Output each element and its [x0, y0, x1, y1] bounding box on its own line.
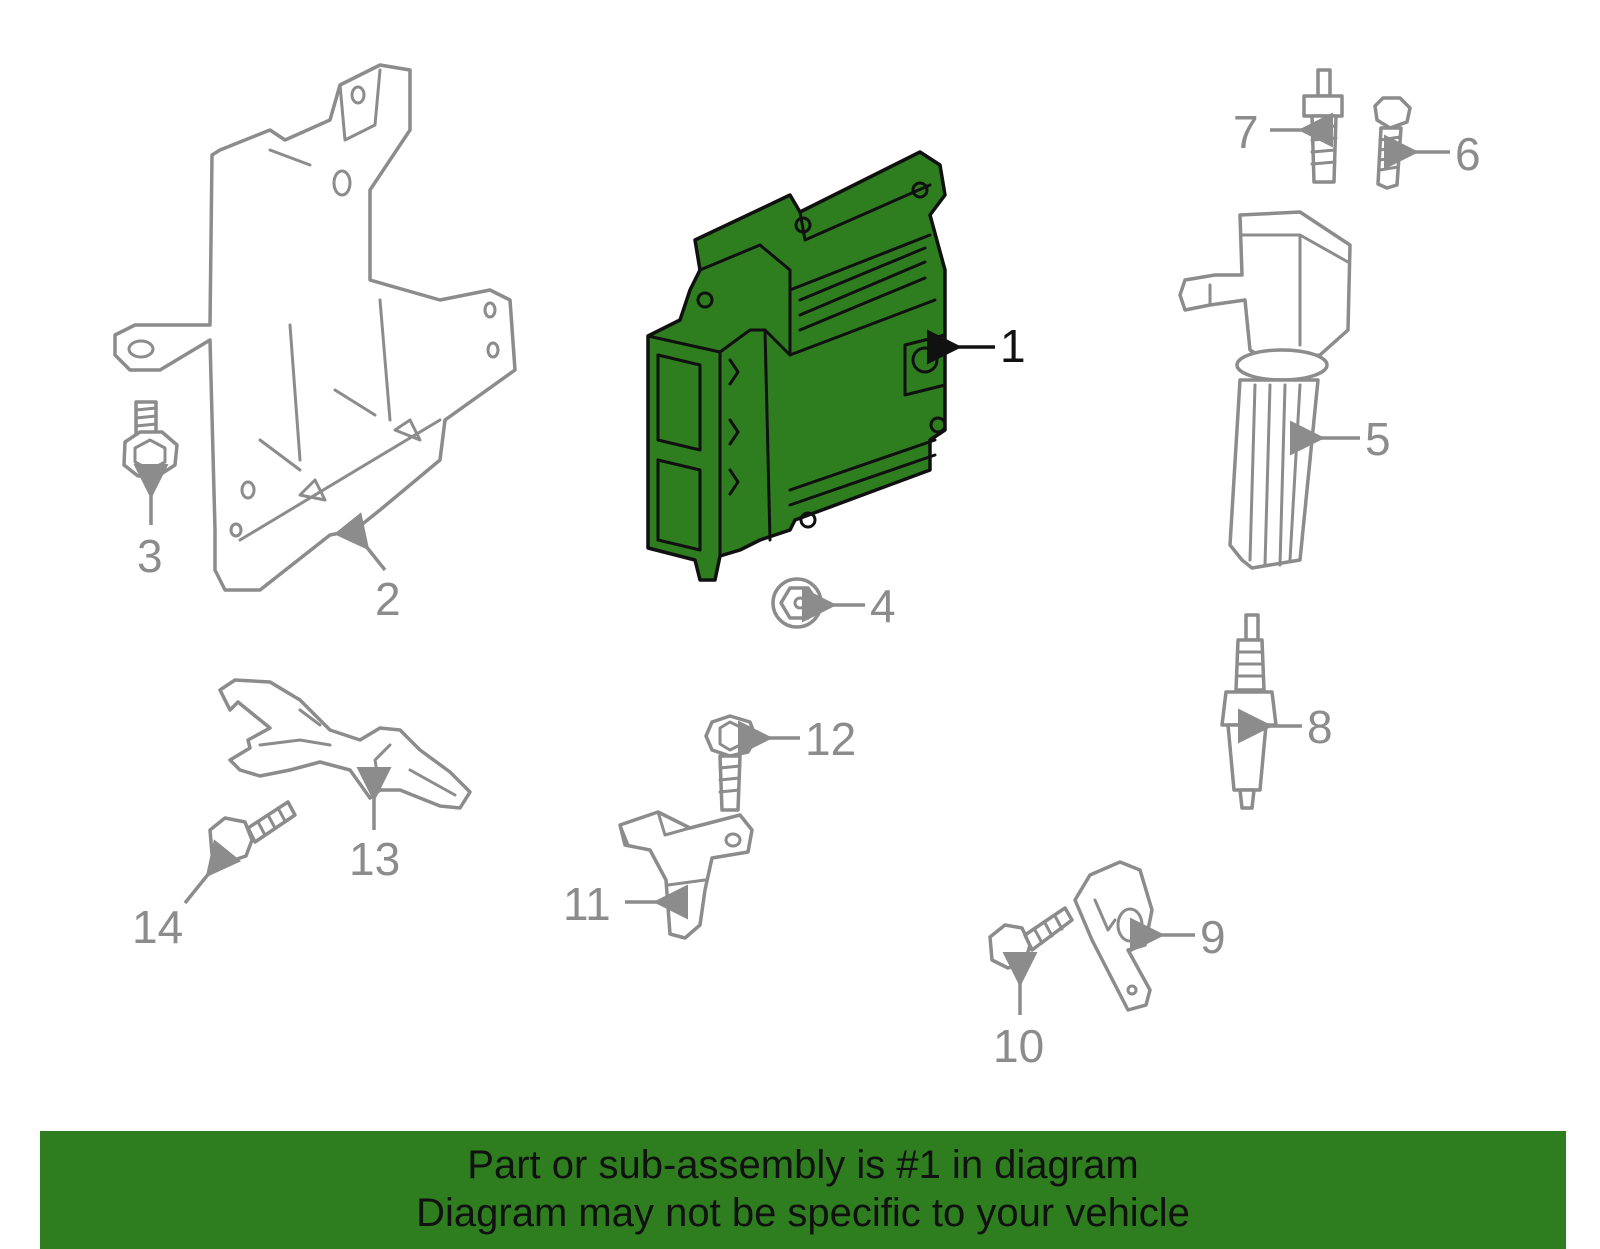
part-14-bolt	[208, 800, 297, 864]
callout-11: 11	[563, 878, 611, 930]
callout-14: 14	[132, 901, 183, 953]
part-5-ignition-coil	[1178, 210, 1352, 570]
leader-2	[333, 512, 387, 572]
part-3-bolt	[122, 400, 179, 478]
callout-9: 9	[1200, 911, 1226, 963]
callout-6: 6	[1455, 128, 1481, 180]
callout-7: 7	[1233, 106, 1259, 158]
callout-3: 3	[137, 530, 163, 582]
callout-1: 1	[1000, 320, 1026, 372]
callout-2: 2	[375, 573, 401, 625]
part-7-stud	[1302, 68, 1344, 184]
callout-8: 8	[1307, 701, 1333, 753]
callout-5: 5	[1365, 413, 1391, 465]
banner-line-2: Diagram may not be specific to your vehi…	[416, 1191, 1190, 1235]
callout-10: 10	[993, 1020, 1044, 1072]
part-4-nut	[771, 577, 823, 629]
leader-14	[183, 839, 242, 905]
part-8-spark-plug	[1220, 613, 1278, 810]
part-11-sensor	[618, 810, 754, 940]
part-2-bracket	[113, 63, 517, 592]
callout-13: 13	[349, 833, 400, 885]
part-10-bolt	[988, 906, 1074, 970]
part-9-sensor	[1073, 860, 1154, 1012]
callout-12: 12	[805, 713, 856, 765]
part-6-bolt	[1373, 96, 1412, 190]
callout-4: 4	[870, 580, 896, 632]
part-1-ecm	[646, 150, 947, 582]
banner-line-1: Part or sub-assembly is #1 in diagram	[467, 1143, 1139, 1187]
callout-labels: 1 2 3 4 5 6 7 8 9 10 11 12 13 14	[132, 106, 1481, 1072]
leader-lines	[133, 112, 1450, 1015]
part-13-harness	[218, 678, 472, 810]
part-12-bolt	[704, 714, 758, 812]
info-banner: Part or sub-assembly is #1 in diagram Di…	[40, 1131, 1566, 1249]
